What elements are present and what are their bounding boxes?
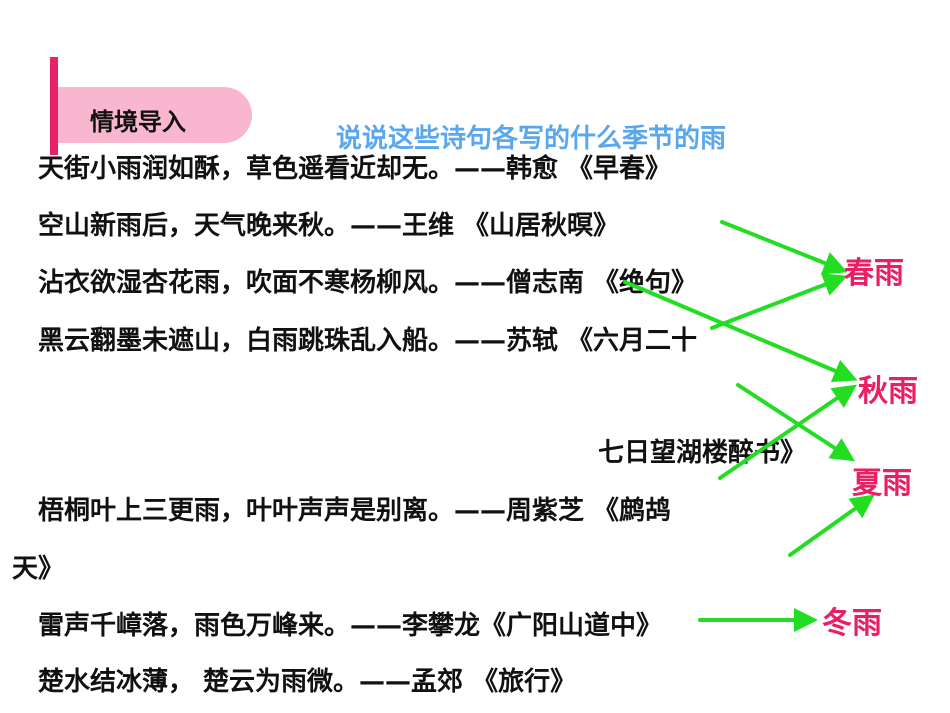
poem-line-1: 天街小雨润如酥，草色遥看近却无。——韩愈 《早春》 — [38, 154, 672, 184]
poem-line-6: 雷声千嶂落，雨色万峰来。——李攀龙《广阳山道中》 — [38, 611, 663, 641]
poem-line-5: 梧桐叶上三更雨，叶叶声声是别离。——周紫芝 《鹧鸪 — [38, 496, 672, 526]
season-autumn: 秋雨 — [858, 374, 918, 409]
arrow-line3-autumn — [623, 280, 858, 383]
season-summer: 夏雨 — [852, 466, 912, 501]
arrow-line4-spring — [710, 273, 848, 330]
season-winter: 冬雨 — [822, 606, 882, 641]
arrow-line6-autumn — [718, 384, 857, 480]
arrow-line2-spring — [720, 220, 848, 275]
season-spring: 春雨 — [844, 256, 904, 291]
poem-line-3: 沾衣欲湿杏花雨，吹面不寒杨柳风。——僧志南 《绝句》 — [38, 268, 698, 298]
poem-line-7: 楚水结冰薄， 楚云为雨微。——孟郊 《旅行》 — [38, 667, 577, 697]
question-prompt: 说说这些诗句各写的什么季节的雨 — [336, 124, 727, 154]
accent-bar — [50, 57, 58, 155]
poem-line-2: 空山新雨后，天气晚来秋。——王维 《山居秋暝》 — [38, 211, 620, 241]
arrow-line5-summer — [736, 383, 856, 462]
poem-line-5-cont: 天》 — [12, 554, 65, 584]
section-tag: 情境导入 — [90, 108, 186, 136]
poem-line-4: 黑云翻墨未遮山，白雨跳珠乱入船。——苏轼 《六月二十 — [38, 326, 698, 356]
section-tag-background — [58, 87, 252, 143]
arrow-line7-summer — [788, 494, 875, 557]
